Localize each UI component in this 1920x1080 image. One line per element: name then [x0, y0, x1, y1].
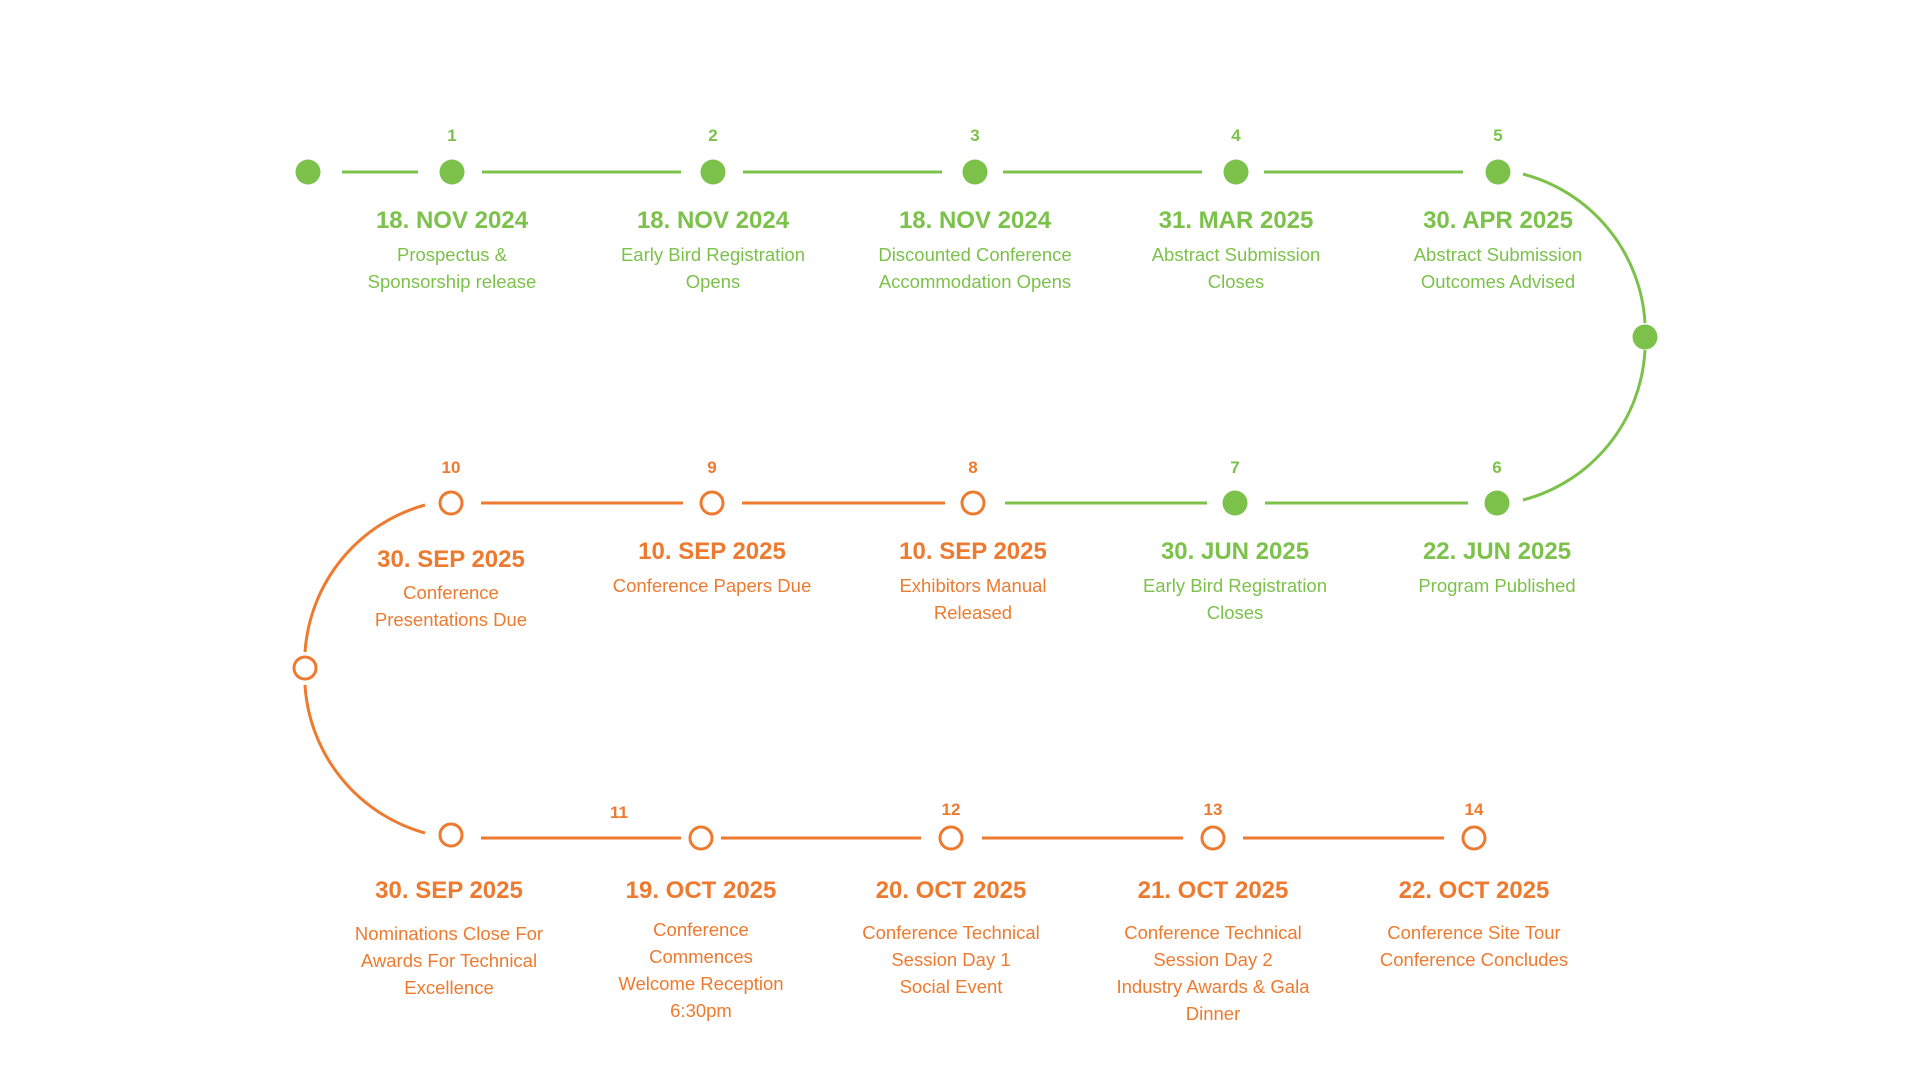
milestone-dot-filled	[1632, 324, 1658, 350]
milestone-dot-open	[938, 825, 964, 851]
milestone-dot-open	[960, 490, 986, 516]
milestone-dot-filled	[439, 159, 465, 185]
connector-curve	[1522, 172, 1647, 324]
connector-curve	[303, 503, 426, 653]
milestone-date: 21. OCT 2025	[1137, 877, 1289, 904]
milestone-number: 11	[610, 803, 628, 822]
connector-curve	[303, 684, 426, 835]
milestone-description: Discounted Conference Accommodation Open…	[878, 244, 1072, 292]
milestone-description: Conference Site Tour Conference Conclude…	[1379, 922, 1569, 970]
milestone-dot-open	[688, 825, 714, 851]
milestone-date: 19. OCT 2025	[625, 877, 777, 904]
milestone-dot-open	[1461, 825, 1487, 851]
milestone-description: Exhibitors Manual Released	[899, 575, 1047, 623]
milestone-number: 4	[1231, 126, 1241, 145]
milestone-date: 22. OCT 2025	[1398, 877, 1550, 904]
milestone-date: 31. MAR 2025	[1158, 207, 1314, 234]
milestone-number: 9	[707, 458, 717, 477]
milestone-dot-open	[438, 822, 464, 848]
milestone-number: 12	[941, 800, 961, 819]
milestone-dot-filled	[295, 159, 321, 185]
milestone-date: 30. APR 2025	[1423, 207, 1573, 234]
milestone-number: 14	[1464, 800, 1484, 819]
milestone-date: 30. SEP 2025	[377, 546, 525, 573]
milestone-dot-filled	[1484, 490, 1510, 516]
milestone-dot-filled	[962, 159, 988, 185]
milestone-dot-open	[1200, 825, 1226, 851]
milestone-date: 30. SEP 2025	[375, 877, 523, 904]
milestone-date: 20. OCT 2025	[875, 877, 1027, 904]
milestone-description: Conference Papers Due	[612, 575, 812, 596]
milestone-description: Conference Technical Session Day 1 Socia…	[862, 922, 1040, 997]
milestone-date: 18. NOV 2024	[898, 207, 1052, 234]
milestone-dot-filled	[700, 159, 726, 185]
milestone-number: 2	[708, 126, 718, 145]
milestone-number: 8	[968, 458, 978, 477]
milestone-dot-open	[699, 490, 725, 516]
milestone-number: 10	[441, 458, 461, 477]
milestone-date: 18. NOV 2024	[375, 207, 529, 234]
milestone-dot-filled	[1223, 159, 1249, 185]
milestone-description: Nominations Close For Awards For Technic…	[354, 923, 544, 998]
milestone-number: 7	[1230, 458, 1240, 477]
milestone-description: Early Bird Registration Closes	[1142, 575, 1328, 623]
milestone-description: Prospectus & Sponsorship release	[367, 244, 537, 292]
milestone-description: Abstract Submission Closes	[1151, 244, 1321, 292]
milestone-description: Conference Presentations Due	[374, 582, 528, 630]
milestone-dot-filled	[1485, 159, 1511, 185]
milestone-number: 5	[1493, 126, 1503, 145]
milestone-description: Early Bird Registration Opens	[620, 244, 806, 292]
milestone-date: 18. NOV 2024	[636, 207, 790, 234]
milestone-description: Abstract Submission Outcomes Advised	[1413, 244, 1583, 292]
milestone-dot-filled	[1222, 490, 1248, 516]
milestone-description: Program Published	[1418, 575, 1576, 596]
milestone-number: 13	[1203, 800, 1223, 819]
milestone-date: 30. JUN 2025	[1160, 538, 1310, 565]
milestone-number: 6	[1492, 458, 1502, 477]
milestone-date: 22. JUN 2025	[1422, 538, 1572, 565]
milestone-dot-open	[438, 490, 464, 516]
milestone-dot-open	[292, 655, 318, 681]
milestone-description: Conference Technical Session Day 2 Indus…	[1116, 922, 1310, 1024]
milestone-date: 10. SEP 2025	[638, 538, 786, 565]
milestone-number: 1	[447, 126, 457, 145]
milestone-number: 3	[970, 126, 980, 145]
milestone-description: Conference Commences Welcome Reception 6…	[618, 919, 784, 1021]
milestone-date: 10. SEP 2025	[899, 538, 1047, 565]
connector-curve	[1522, 349, 1647, 502]
